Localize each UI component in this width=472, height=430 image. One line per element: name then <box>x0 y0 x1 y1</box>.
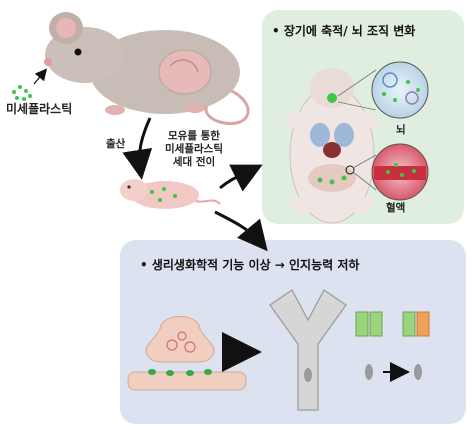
to-organ-arrow <box>219 164 263 192</box>
brain-magnify-icon <box>371 61 429 119</box>
transfer-line-1: 모유를 통한 <box>168 130 220 142</box>
cognition-title: • 생리생화학적 기능 이상 → 인지능력 저하 <box>140 258 360 272</box>
microplastic-label: 미세플라스틱 <box>6 102 73 116</box>
novel-object-icon <box>355 311 430 382</box>
birth-arrow <box>122 117 153 180</box>
blood-label: 혈액 <box>386 202 406 214</box>
pup-icon <box>120 179 221 209</box>
to-cognition-arrow <box>214 210 268 252</box>
transfer-label: 모유를 통한 미세플라스틱 세대 전이 <box>150 130 238 169</box>
dissected-mouse-icon <box>285 68 379 224</box>
transfer-line-3: 세대 전이 <box>172 156 216 168</box>
synapse-icon <box>127 316 247 391</box>
mouse-icon <box>44 12 250 125</box>
blood-vessel-icon <box>371 143 429 201</box>
accumulation-title: • 장기에 축적/ 뇌 조직 변화 <box>272 24 416 38</box>
y-maze-icon <box>269 289 347 411</box>
microplastic-dots-icon <box>12 68 48 101</box>
birth-label: 출산 <box>106 138 126 150</box>
transfer-line-2: 미세플라스틱 <box>165 143 223 155</box>
brain-label: 뇌 <box>396 124 406 136</box>
